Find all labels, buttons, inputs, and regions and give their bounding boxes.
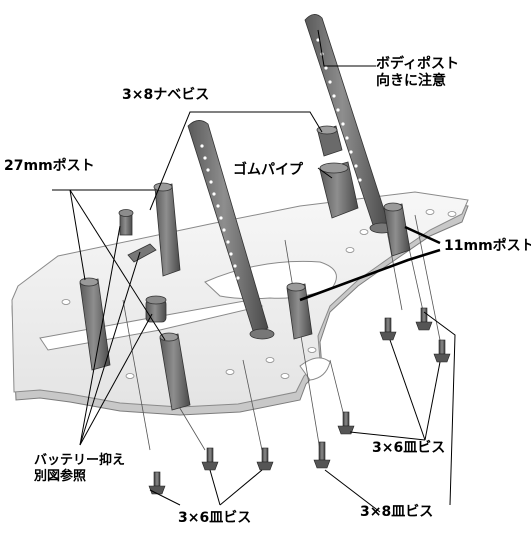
leader-lines-11mm xyxy=(299,225,441,302)
countersunk-3x8-bottom-label: 3×8皿ビス xyxy=(360,504,434,520)
rubber-pipe-label: ゴムパイプ xyxy=(233,162,303,178)
battery-holder-note-line-1: バッテリー抑え xyxy=(34,453,126,468)
screw-3x6-right-4 xyxy=(337,411,355,435)
screw-3x6-bottom-1 xyxy=(148,471,166,495)
countersunk-3x6-right-label: 3×6皿ビス xyxy=(372,440,446,456)
body-post-orientation-note: ボディポスト 向きに注意 xyxy=(376,56,459,90)
battery-holder-note: バッテリー抑え 別図参照 xyxy=(34,453,125,485)
body-post-note-line-2: 向きに注意 xyxy=(376,73,446,89)
body-post-note-line-1: ボディポスト xyxy=(376,56,460,72)
screw-3x6-right-2 xyxy=(415,307,433,331)
countersunk-3x6-bottom-label: 3×6皿ビス xyxy=(178,510,252,526)
screw-3x6-bottom-2 xyxy=(201,447,219,471)
screw-3x6-right-1 xyxy=(379,317,397,341)
body-post-front xyxy=(187,120,275,340)
leader-lines xyxy=(52,29,456,513)
post-11mm-label: 11mmポスト xyxy=(444,238,531,254)
countersunk-screws xyxy=(148,307,451,495)
screw-3x8-bottom xyxy=(313,441,331,469)
pan-screw-3x8-label: 3×8ナベビス xyxy=(122,87,210,103)
body-post-rear xyxy=(304,14,395,234)
battery-holder-note-line-2: 別図参照 xyxy=(34,469,87,484)
post-11mm-right xyxy=(383,202,411,257)
post-27mm-label: 27mmポスト xyxy=(4,158,95,174)
screw-3x6-right-3 xyxy=(433,339,451,363)
screw-3x6-bottom-3 xyxy=(256,447,274,471)
